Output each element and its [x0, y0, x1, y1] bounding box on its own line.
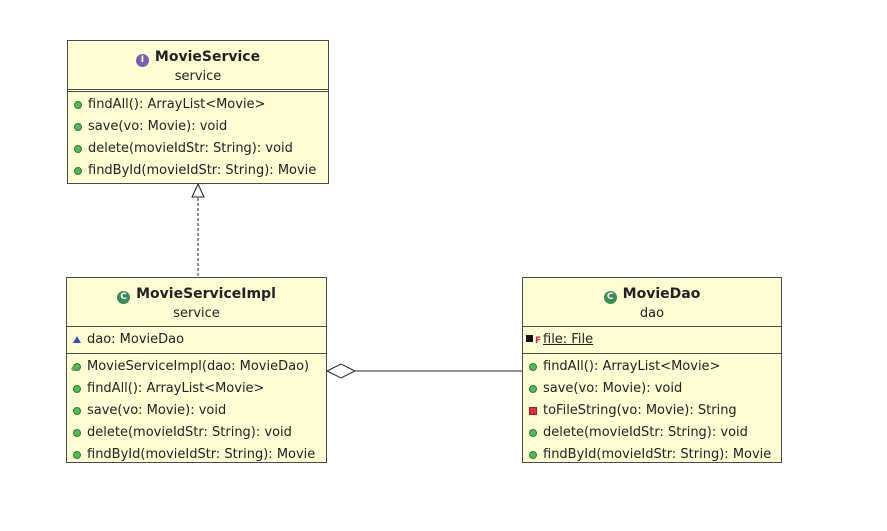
- public-method-icon: [74, 167, 82, 175]
- field-row[interactable]: dao: MovieDao: [67, 329, 326, 351]
- movie-service-impl-header: C MovieServiceImpl service: [67, 284, 326, 327]
- package-name: service: [173, 306, 220, 321]
- private-static-field-icon: [526, 335, 533, 342]
- method-signature: findAll(): ArrayList<Movie>: [543, 359, 721, 374]
- public-method-icon: [73, 385, 81, 393]
- method-row[interactable]: findAll(): ArrayList<Movie>: [523, 356, 781, 378]
- fields-section: F file: File: [523, 327, 781, 353]
- private-method-icon: [529, 407, 537, 415]
- methods-section: findAll(): ArrayList<Movie> save(vo: Mov…: [523, 353, 781, 468]
- method-row[interactable]: toFileString(vo: Movie): String: [523, 400, 781, 422]
- method-row[interactable]: findById(movieIdStr: String): Movie: [523, 444, 781, 466]
- method-row[interactable]: findById(movieIdStr: String): Movie: [67, 444, 326, 466]
- method-row[interactable]: findAll(): ArrayList<Movie>: [67, 378, 326, 400]
- method-signature: save(vo: Movie): void: [543, 381, 683, 396]
- constructor-row[interactable]: c MovieServiceImpl(dao: MovieDao): [67, 356, 326, 378]
- methods-section: findAll(): ArrayList<Movie> save(vo: Mov…: [68, 92, 328, 184]
- method-row[interactable]: delete(movieIdStr: String): void: [68, 138, 328, 160]
- method-row[interactable]: save(vo: Movie): void: [68, 116, 328, 138]
- public-method-icon: [73, 451, 81, 459]
- method-signature: findAll(): ArrayList<Movie>: [88, 97, 266, 112]
- method-row[interactable]: delete(movieIdStr: String): void: [523, 422, 781, 444]
- method-signature: delete(movieIdStr: String): void: [543, 425, 748, 440]
- field-signature: file: File: [543, 332, 594, 347]
- method-signature: delete(movieIdStr: String): void: [87, 425, 292, 440]
- class-name: MovieDao: [622, 286, 701, 302]
- package-field-icon: [73, 336, 81, 343]
- fields-section: dao: MovieDao: [67, 327, 326, 353]
- class-icon: C: [117, 291, 131, 304]
- movie-service-header: I MovieService service: [68, 47, 328, 92]
- method-signature: findById(movieIdStr: String): Movie: [543, 447, 772, 462]
- method-row[interactable]: findAll(): ArrayList<Movie>: [68, 94, 328, 116]
- class-icon: C: [603, 291, 617, 304]
- class-name: MovieServiceImpl: [136, 286, 276, 302]
- public-method-icon: [529, 429, 537, 437]
- method-row[interactable]: save(vo: Movie): void: [67, 400, 326, 422]
- field-signature: dao: MovieDao: [87, 332, 185, 347]
- method-signature: save(vo: Movie): void: [87, 403, 227, 418]
- constructor-icon: [73, 363, 81, 371]
- public-method-icon: [73, 429, 81, 437]
- movie-dao-header: C MovieDao dao: [523, 284, 781, 327]
- realization-arrowhead: [191, 182, 205, 198]
- method-row[interactable]: save(vo: Movie): void: [523, 378, 781, 400]
- public-method-icon: [529, 363, 537, 371]
- public-method-icon: [73, 407, 81, 415]
- methods-section: c MovieServiceImpl(dao: MovieDao) findAl…: [67, 353, 326, 468]
- movie-dao-box[interactable]: C MovieDao dao F file: File findAll(): Ar…: [522, 277, 782, 463]
- public-method-icon: [529, 385, 537, 393]
- package-name: dao: [639, 306, 665, 321]
- public-method-icon: [74, 101, 82, 109]
- method-signature: MovieServiceImpl(dao: MovieDao): [87, 359, 310, 374]
- interface-icon: I: [135, 54, 149, 67]
- method-signature: findById(movieIdStr: String): Movie: [88, 163, 317, 178]
- public-method-icon: [74, 123, 82, 131]
- method-signature: save(vo: Movie): void: [88, 119, 228, 134]
- movie-service-box[interactable]: I MovieService service findAll(): ArrayLi…: [67, 40, 329, 184]
- aggregation-diamond: [325, 363, 357, 379]
- method-signature: findById(movieIdStr: String): Movie: [87, 447, 316, 462]
- field-row[interactable]: F file: File: [523, 329, 781, 351]
- final-mark-icon: F: [535, 336, 542, 346]
- method-signature: delete(movieIdStr: String): void: [88, 141, 293, 156]
- method-signature: toFileString(vo: Movie): String: [543, 403, 737, 418]
- package-name: service: [174, 69, 222, 84]
- method-row[interactable]: findById(movieIdStr: String): Movie: [68, 160, 328, 182]
- public-method-icon: [529, 451, 537, 459]
- method-row[interactable]: delete(movieIdStr: String): void: [67, 422, 326, 444]
- constructor-mark-icon: c: [71, 364, 76, 373]
- method-signature: findAll(): ArrayList<Movie>: [87, 381, 265, 396]
- class-name: MovieService: [154, 49, 261, 65]
- public-method-icon: [74, 145, 82, 153]
